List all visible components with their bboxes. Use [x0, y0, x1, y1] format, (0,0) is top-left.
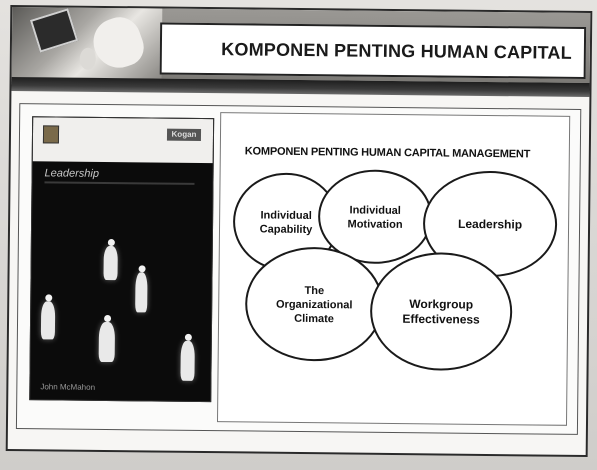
- header-photo: [11, 6, 163, 79]
- component-ellipse: [370, 252, 513, 371]
- slide: KOMPONEN PENTING HUMAN CAPITAL Kogan Lea…: [5, 4, 593, 458]
- component-label: TheOrganizationalClimate: [276, 285, 353, 326]
- book-title: Leadership: [44, 167, 100, 180]
- component-label: IndividualMotivation: [348, 204, 404, 231]
- header-band: KOMPONEN PENTING HUMAN CAPITAL: [11, 6, 591, 84]
- book-badge: Kogan: [166, 128, 202, 141]
- slide-title: KOMPONEN PENTING HUMAN CAPITAL: [221, 39, 572, 63]
- component-label: WorkgroupEffectiveness: [402, 297, 480, 327]
- book-author: John McMahon: [40, 382, 96, 392]
- figure-silhouette: [98, 321, 116, 363]
- component-label: IndividualCapability: [260, 209, 314, 236]
- figure-silhouette: [40, 301, 56, 340]
- book-subtitle-line: [44, 181, 195, 185]
- components-diagram: IndividualCapability IndividualMotivation…: [233, 169, 558, 371]
- component-ellipse: [318, 169, 433, 264]
- book-cover-top: Kogan: [32, 117, 214, 164]
- publisher-logo-icon: [42, 125, 60, 144]
- hand-image: [87, 11, 149, 75]
- component-label: Leadership: [458, 217, 522, 232]
- mouse-image: [79, 47, 96, 70]
- figure-silhouette: [180, 340, 195, 381]
- figure-silhouette: [135, 272, 148, 313]
- diagram-box: KOMPONEN PENTING HUMAN CAPITAL MANAGEMEN…: [216, 112, 571, 426]
- figure-silhouette: [103, 245, 118, 281]
- laptop-image: [29, 8, 79, 53]
- title-box: KOMPONEN PENTING HUMAN CAPITAL: [159, 22, 587, 79]
- content-panel: Kogan Leadership John McMahon KOMPONEN P…: [15, 103, 582, 435]
- book-cover: Kogan Leadership John McMahon: [29, 116, 215, 403]
